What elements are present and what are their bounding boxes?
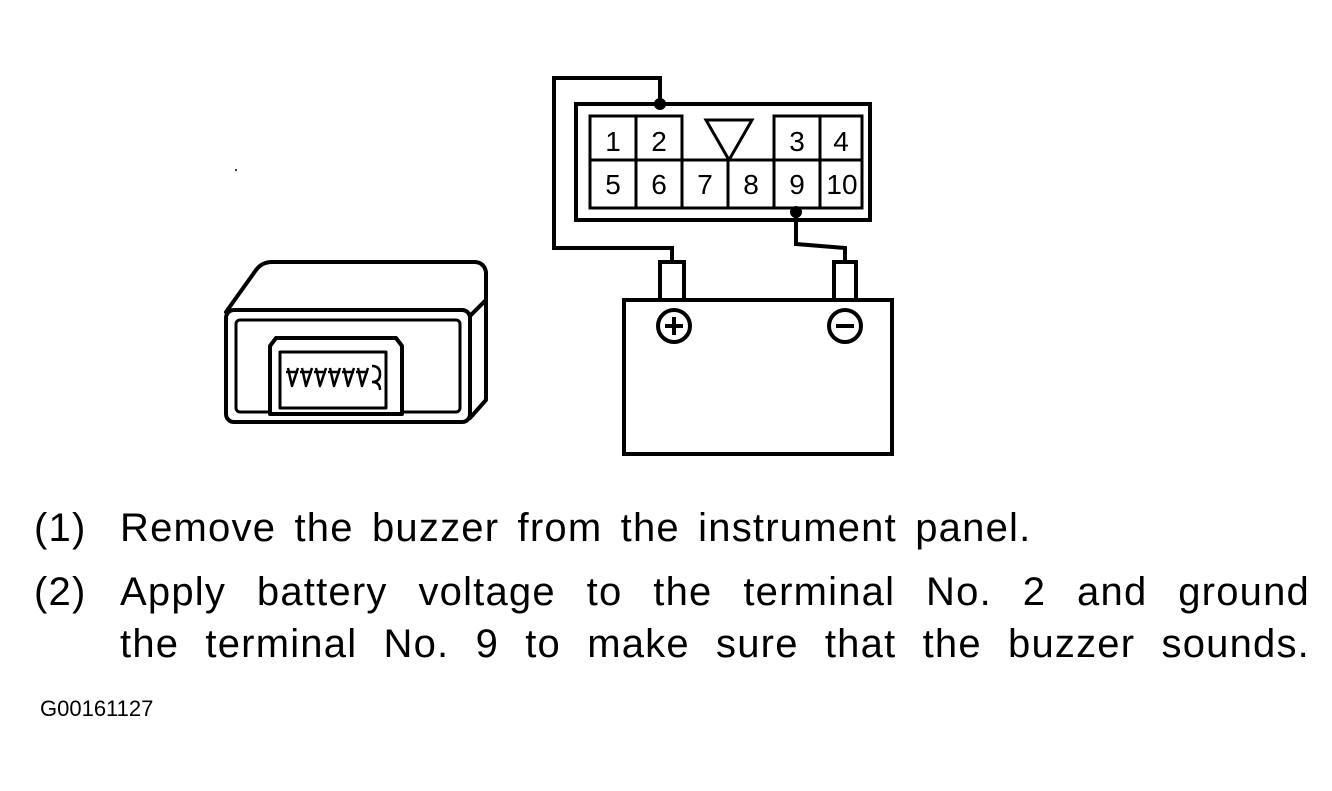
pin-label: 6 <box>651 169 667 200</box>
positive-symbol-icon <box>656 308 692 344</box>
step-line: Apply battery voltage to the terminal No… <box>120 570 1310 614</box>
battery-positive-terminal <box>658 260 686 302</box>
buzzer-unit <box>224 260 488 424</box>
pin-label: 3 <box>789 126 805 157</box>
figure-code: G00161127 <box>40 696 154 721</box>
pin-label: 5 <box>605 169 621 200</box>
pin-label: 9 <box>789 169 805 200</box>
pin-label: 4 <box>833 126 849 157</box>
junction-dot-pin-2 <box>654 98 666 110</box>
scan-speck <box>235 169 237 171</box>
pin-label: 2 <box>651 126 667 157</box>
junction-dot-pin-9 <box>790 206 802 218</box>
pin-labels: 1 2 3 4 5 6 7 8 9 10 <box>605 126 857 200</box>
connector-block <box>574 102 872 222</box>
step-text: Apply battery voltage to the terminal No… <box>120 566 1310 670</box>
negative-symbol-icon <box>827 308 863 344</box>
wire-ground <box>794 212 847 262</box>
pin-label: 10 <box>826 169 857 200</box>
step-line: Remove the buzzer from the instrument pa… <box>120 506 1032 550</box>
battery <box>622 260 894 456</box>
pin-label: 1 <box>605 126 621 157</box>
step-number: (2) <box>34 570 87 614</box>
wire-positive <box>552 76 674 262</box>
step-text: Remove the buzzer from the instrument pa… <box>120 502 1310 554</box>
step-number: (1) <box>34 506 87 550</box>
battery-negative-terminal <box>832 260 858 302</box>
pin-label: 8 <box>743 169 759 200</box>
pin-label: 7 <box>697 169 713 200</box>
step-line: the terminal No. 9 to make sure that the… <box>120 622 1310 666</box>
